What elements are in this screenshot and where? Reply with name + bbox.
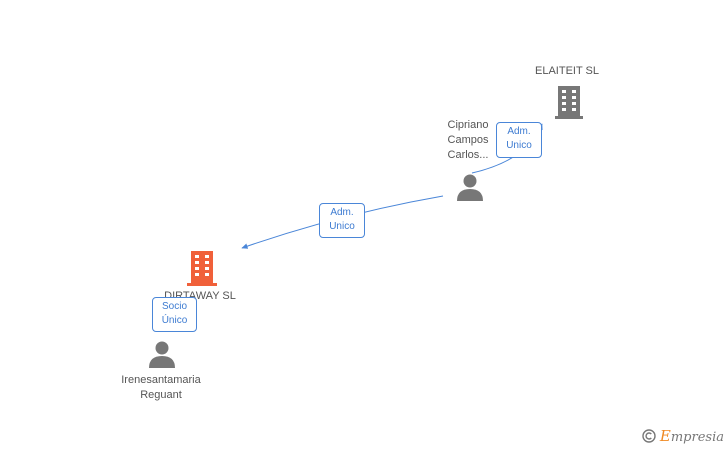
edge-label-line: Único <box>161 315 188 326</box>
brand-logo[interactable]: Empresia <box>660 427 724 445</box>
edge-label-line: Socio <box>161 301 187 312</box>
copyright-icon <box>642 429 656 443</box>
node-label-line: Carlos... <box>447 149 489 161</box>
brand-footer: Empresia <box>642 426 724 446</box>
node-label-cipriano[interactable]: Cipriano Campos Carlos... <box>418 118 518 163</box>
edge-label-socio-unico[interactable]: Socio Único <box>152 297 197 332</box>
building-icon[interactable] <box>186 250 218 286</box>
node-label-line: Campos <box>447 134 489 146</box>
node-label-elaiteit[interactable]: ELAITEIT SL <box>535 65 599 77</box>
edge-label-line: Unico <box>506 140 532 151</box>
edge-label-line: Adm. <box>330 207 354 218</box>
edge-label-adm-unico[interactable]: Adm. Unico <box>319 203 365 238</box>
edge-label-adm-unico[interactable]: Adm. Unico <box>496 122 542 158</box>
person-icon[interactable] <box>148 340 176 368</box>
brand-initial: E <box>659 427 671 445</box>
brand-name: mpresia <box>670 430 724 445</box>
node-label-irene[interactable]: Irenesantamaria Reguant <box>96 373 226 403</box>
edge-label-line: Adm. <box>507 126 531 137</box>
node-label-line: Reguant <box>140 389 182 401</box>
building-icon[interactable] <box>554 85 584 119</box>
person-icon[interactable] <box>456 173 484 201</box>
edge-label-line: Unico <box>329 221 355 232</box>
node-label-line: Irenesantamaria <box>121 374 201 386</box>
node-label-line: Cipriano <box>447 119 489 131</box>
